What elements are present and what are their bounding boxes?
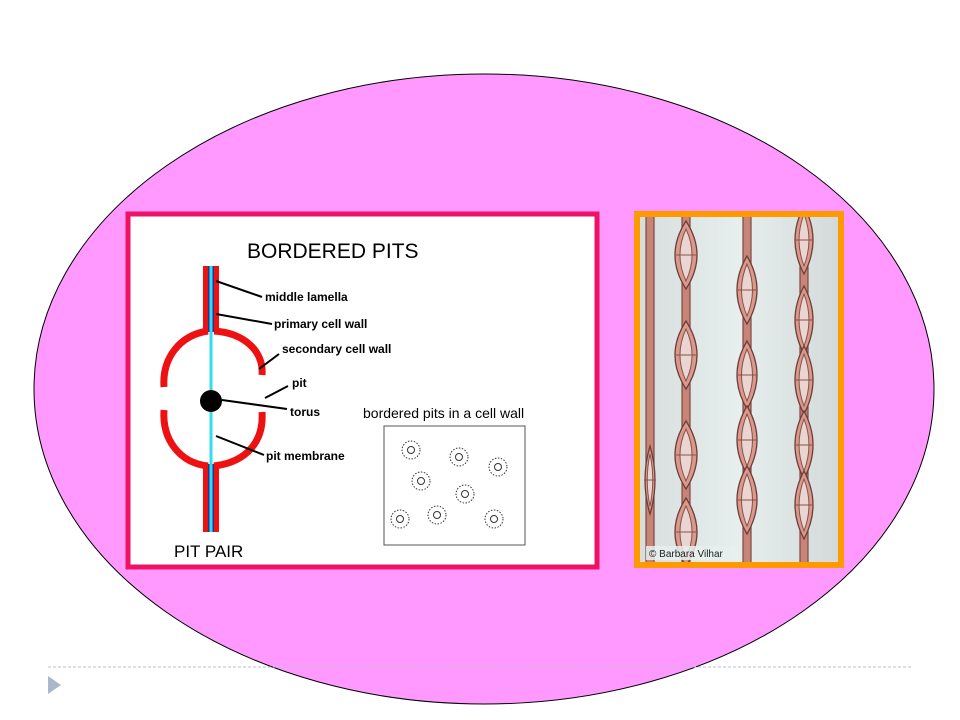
torus bbox=[200, 390, 222, 412]
secondary-wall-bottom-left bbox=[160, 409, 209, 470]
secondary-wall-top-left bbox=[160, 327, 209, 388]
inset-pit-aperture bbox=[407, 446, 415, 454]
leader-primary-wall bbox=[215, 313, 273, 325]
pit-cavity bbox=[798, 217, 810, 268]
inset-pit-border bbox=[449, 447, 469, 467]
inset-pit-border bbox=[401, 440, 421, 460]
credit-backdrop bbox=[646, 546, 738, 560]
inset-pit-border bbox=[455, 484, 475, 504]
inset-pit-aperture bbox=[455, 453, 463, 461]
inset-pit-border bbox=[427, 505, 447, 525]
inset-pit-aperture bbox=[461, 490, 469, 498]
tracheid-wall bbox=[646, 217, 654, 562]
label-torus: torus bbox=[290, 405, 320, 419]
label-middle-lamella: middle lamella bbox=[265, 290, 348, 304]
inset-title: bordered pits in a cell wall bbox=[363, 405, 524, 421]
inset-pit-border bbox=[390, 509, 410, 529]
triangle-arrow-icon[interactable] bbox=[48, 676, 61, 694]
leader-secondary-wall bbox=[258, 353, 280, 370]
inset-pit-aperture bbox=[494, 463, 502, 471]
leader-pit-membrane bbox=[215, 435, 265, 456]
leader-torus bbox=[221, 399, 288, 410]
inset-pit-aperture bbox=[417, 477, 425, 485]
inset-pit-aperture bbox=[433, 511, 441, 519]
leader-middle-lamella bbox=[215, 280, 263, 298]
inset-pit-border bbox=[484, 509, 504, 529]
inset-pit-border bbox=[411, 471, 431, 491]
inset-pit-aperture bbox=[396, 515, 404, 523]
tracheid-walls bbox=[644, 217, 814, 562]
inset-pits bbox=[390, 440, 508, 529]
inset-pit-border bbox=[488, 457, 508, 477]
diagram-title: BORDERED PITS bbox=[247, 240, 419, 263]
bordered-pits-diagram: BORDERED PITS middle lamella primary cel… bbox=[125, 211, 600, 570]
micrograph-photo: © Barbara Vilhar bbox=[634, 211, 844, 568]
inset-pit-aperture bbox=[490, 515, 498, 523]
leader-pit bbox=[264, 385, 289, 399]
secondary-wall-top-right bbox=[213, 327, 266, 376]
label-pit: pit bbox=[292, 376, 307, 390]
photo-credit: © Barbara Vilhar bbox=[649, 549, 724, 560]
label-primary-cell-wall: primary cell wall bbox=[274, 317, 367, 331]
pit-pair-label: PIT PAIR bbox=[174, 542, 243, 561]
diagram-frame bbox=[125, 211, 600, 570]
label-pit-membrane: pit membrane bbox=[266, 449, 345, 463]
secondary-wall-bottom-right bbox=[213, 411, 266, 470]
inset-box bbox=[383, 425, 526, 546]
label-secondary-cell-wall: secondary cell wall bbox=[282, 342, 391, 356]
